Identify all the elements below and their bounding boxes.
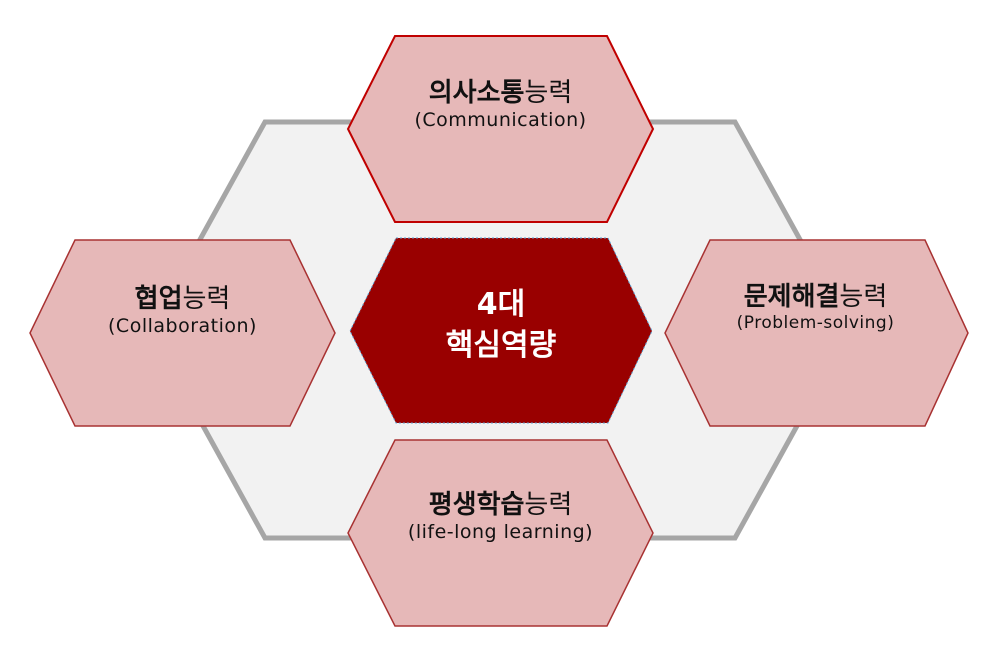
subtitle: (Collaboration) bbox=[108, 315, 257, 338]
label-center: 4대 핵심역량 bbox=[350, 285, 652, 366]
label-problem-solving: 문제해결능력 (Problem-solving) bbox=[663, 282, 968, 334]
subtitle: (life-long learning) bbox=[407, 521, 594, 544]
title-regular: 능력 bbox=[182, 284, 231, 314]
hexagon-center bbox=[349, 237, 653, 424]
center-line-2: 핵심역량 bbox=[445, 327, 557, 363]
title-bold: 문제해결 bbox=[743, 282, 840, 312]
title-bold: 평생학습 bbox=[428, 490, 525, 520]
label-communication: 의사소통능력 (Communication) bbox=[348, 78, 653, 132]
hexagon-lifelong-learning bbox=[347, 439, 654, 627]
label-collaboration: 협업능력 (Collaboration) bbox=[30, 284, 335, 338]
title-regular: 능력 bbox=[839, 282, 888, 312]
hexagon-collaboration bbox=[29, 239, 336, 427]
hexagon-communication bbox=[346, 35, 655, 223]
label-lifelong-learning: 평생학습능력 (life-long learning) bbox=[348, 490, 653, 544]
title-regular: 능력 bbox=[524, 78, 573, 108]
subtitle: (Problem-solving) bbox=[736, 313, 895, 334]
subtitle: (Communication) bbox=[414, 109, 587, 132]
title-bold: 의사소통 bbox=[428, 78, 525, 108]
title-regular: 능력 bbox=[524, 490, 573, 520]
hexagon-problem-solving bbox=[664, 239, 969, 427]
title-bold: 협업 bbox=[134, 284, 183, 314]
center-line-1: 4대 bbox=[476, 287, 526, 322]
